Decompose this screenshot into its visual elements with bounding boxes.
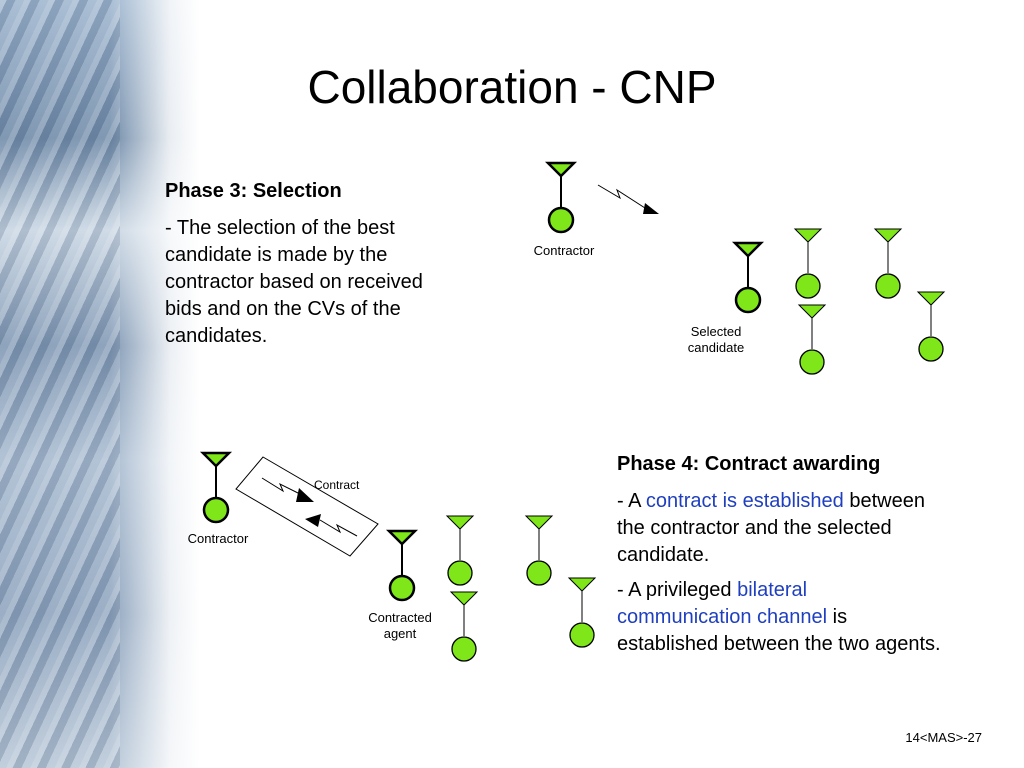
candidate-agent-icon: [525, 515, 553, 586]
phase3-heading: Phase 3: Selection: [165, 180, 342, 202]
phase4-paragraph-1: - A contract is established between the …: [617, 488, 947, 569]
selected-label-line1: Selected: [690, 324, 742, 339]
phase4-heading: Phase 4: Contract awarding: [617, 453, 881, 475]
candidate-agent-icon: [794, 228, 822, 299]
phase3-body: - The selection of the best candidate is…: [165, 217, 423, 347]
contracted-label-line2: agent: [383, 626, 417, 641]
slide-number: 14<MAS>-27: [905, 730, 982, 745]
phase4-paragraph-2: - A privileged bilateral communication c…: [617, 577, 947, 658]
phase4-p1-pre: - A: [617, 490, 646, 512]
message-arrow-icon: [597, 184, 659, 214]
phase4-contractor-label: Contractor: [187, 531, 249, 546]
phase4-text: Phase 4: Contract awarding - A contract …: [617, 451, 947, 666]
phase3-text: Phase 3: Selection - The selection of th…: [165, 178, 465, 358]
contract-box: [235, 456, 379, 557]
selected-label-line2: candidate: [687, 340, 745, 355]
contracted-label-line1: Contracted: [368, 610, 432, 625]
phase3-selected-candidate-label: Selected candidate: [674, 324, 758, 356]
contractor-agent-icon: [201, 451, 231, 524]
contractor-agent-icon: [546, 161, 576, 234]
slide-title: Collaboration - CNP: [307, 61, 717, 113]
phase3-contractor-label: Contractor: [533, 243, 595, 258]
contracted-agent-icon: [387, 529, 417, 602]
selected-candidate-agent-icon: [733, 241, 763, 314]
candidate-agent-icon: [446, 515, 474, 586]
mountain-background: [0, 0, 200, 768]
candidate-agent-icon: [568, 577, 596, 648]
phase4-p1-post: between the contractor and the selected …: [617, 490, 925, 566]
phase4-p2-post: is established between the two agents.: [617, 606, 941, 655]
candidate-agent-icon: [917, 291, 945, 362]
phase4-p2-pre: - A privileged: [617, 579, 738, 601]
contract-label: Contract: [314, 478, 360, 492]
candidate-agent-icon: [874, 228, 902, 299]
candidate-agent-icon: [798, 304, 826, 375]
phase4-p1-highlight: contract is established: [645, 490, 844, 512]
candidate-agent-icon: [450, 591, 478, 662]
phase4-contracted-agent-label: Contracted agent: [359, 610, 441, 642]
phase4-p2-highlight: bilateral communication channel: [617, 579, 828, 628]
